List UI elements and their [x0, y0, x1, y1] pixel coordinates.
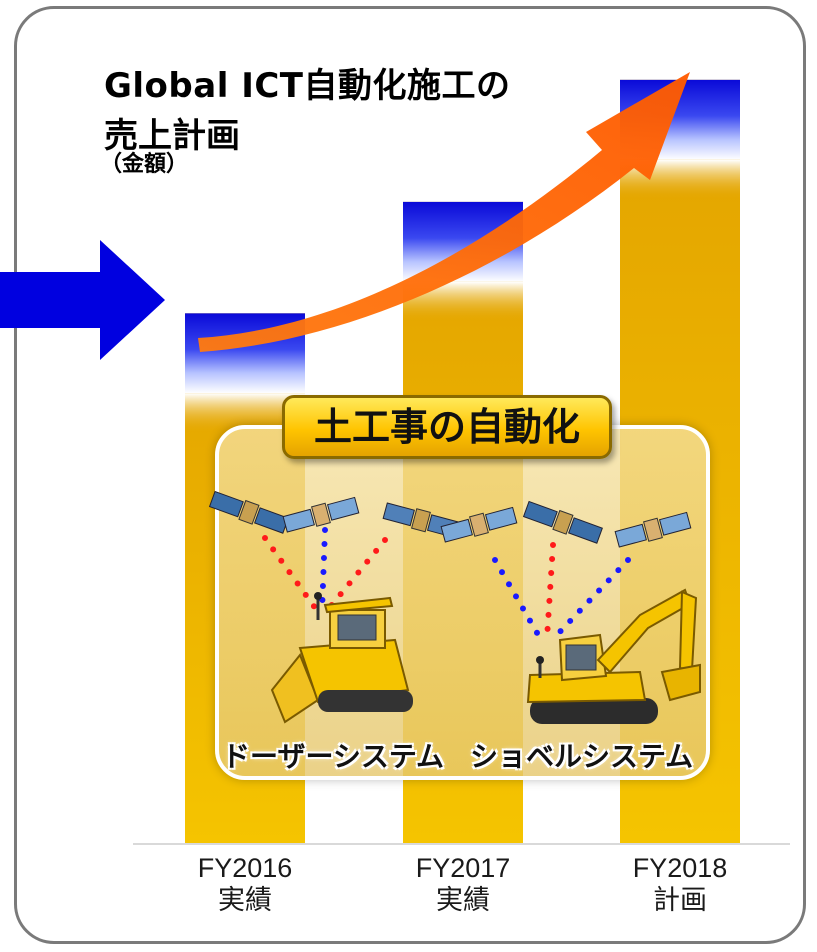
excavator-icon — [526, 588, 701, 724]
x-tick-status: 実績 — [436, 885, 490, 915]
x-tick-label: FY2018 計画 — [590, 852, 770, 916]
dozer-system-label: ドーザーシステム — [222, 740, 445, 773]
intro-arrow — [0, 240, 165, 360]
x-tick-year: FY2017 — [415, 853, 511, 883]
bulldozer-icon — [270, 592, 413, 724]
x-tick-year: FY2018 — [632, 853, 728, 883]
chart-title-line-1: Global ICT自動化施工の — [104, 66, 511, 106]
gnss-signal-lines — [262, 527, 631, 641]
x-tick-label: FY2017 実績 — [373, 852, 553, 916]
satellite-icon — [614, 511, 692, 548]
automation-heading: 土工事の自動化 — [282, 395, 612, 459]
chart-title-line-2: 売上計画 — [104, 116, 240, 156]
satellite-icon — [440, 506, 518, 543]
satellite-icon — [522, 500, 603, 544]
x-tick-status: 実績 — [218, 885, 272, 915]
x-tick-status: 計画 — [653, 885, 707, 915]
satellite-icon — [282, 496, 360, 533]
satellite-icon — [208, 490, 289, 534]
x-tick-label: FY2016 実績 — [155, 852, 335, 916]
x-tick-year: FY2016 — [197, 853, 293, 883]
excavator-system-label: ショベルシステム — [470, 740, 694, 773]
chart-subtitle: （金額） — [100, 152, 189, 177]
